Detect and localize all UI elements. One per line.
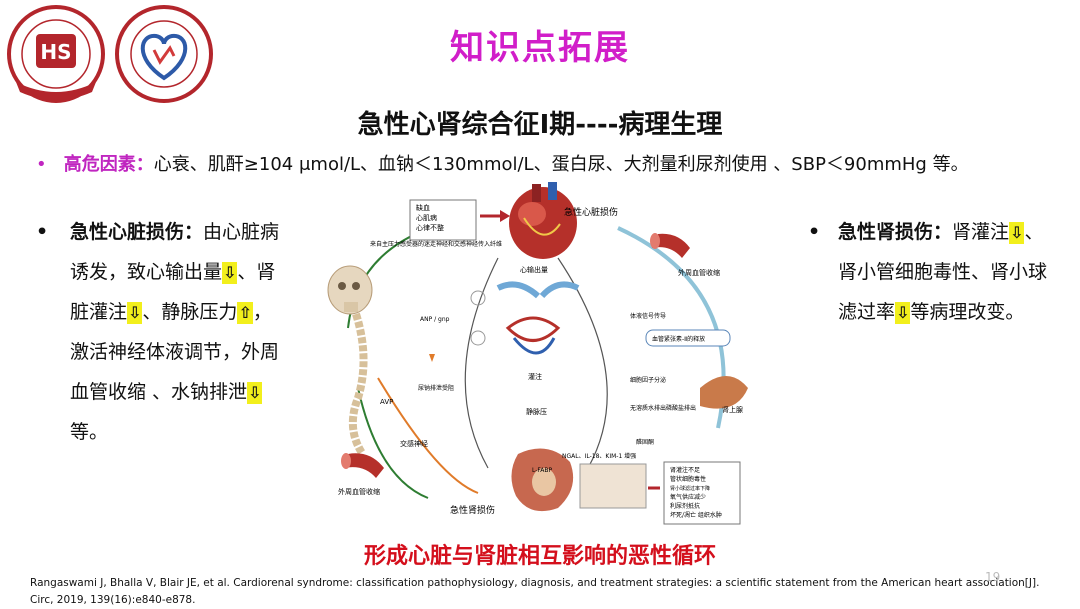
acute-kidney-injury-paragraph: • 急性肾损伤：肾灌注⇩、肾小管细胞毒性、肾小球滤过率⇩等病理改变。 [808, 212, 1048, 332]
down-arrow-icon: ⇩ [895, 302, 910, 324]
sympathetic-label: 交感神经 [400, 439, 428, 448]
up-arrow-icon: ⇧ [237, 302, 252, 324]
down-arrow-icon: ⇩ [247, 382, 262, 404]
risk-label: 高危因素： [64, 154, 154, 175]
kidney-effect: 氧气供应减少 [670, 493, 706, 501]
anp-label: ANP / gnp [420, 316, 450, 323]
biomarker-label: NGAL、IL-18、KIM-1 增强 [562, 452, 636, 460]
avp-label: AVP [380, 398, 393, 406]
volume-signal-label: 体液信号传导 [630, 312, 666, 320]
cause-item: 心肌病 [416, 213, 437, 222]
kidney-injury-diagram-label: 急性肾损伤 [450, 504, 495, 516]
page-number: 19 [985, 570, 1000, 584]
lfabp-label: L-FABP [532, 467, 553, 474]
cardiac-output-label: 心输出量 [520, 265, 548, 274]
slide-subtitle: 急性心肾综合征Ⅰ期----病理生理 [0, 104, 1080, 141]
baro-note: 来自主压力感受器的迷走神经和交感神经传入纤维 [370, 240, 502, 248]
down-arrow-icon: ⇩ [1009, 222, 1024, 244]
kidney-injury-label: 急性肾损伤： [838, 221, 952, 243]
risk-text: 心衰、肌酐≥104 μmol/L、血钠＜130mmol/L、蛋白尿、大剂量利尿剂… [154, 154, 969, 175]
cardiac-text-5: 等。 [70, 421, 108, 443]
down-arrow-icon: ⇩ [222, 262, 237, 284]
kidney-effect: 利尿剂抵抗 [670, 502, 700, 510]
cardiac-text-3: 、静脉压力 [142, 301, 237, 323]
cardiac-injury-label: 急性心脏损伤： [70, 221, 203, 243]
heart-label: 急性心脏损伤 [564, 206, 618, 218]
kidney-effect: 管状细胞毒性 [670, 475, 706, 483]
vasoconstriction-label-1: 外周血管收缩 [678, 268, 720, 277]
kidney-text-3: 等病理改变。 [910, 301, 1024, 323]
venous-label: 静脉压 [526, 407, 547, 416]
conclusion-slogan: 形成心脏与肾脏相互影响的恶性循环 [0, 538, 1080, 570]
free-water-label: 无溶质水排出磷酸盐排出 [630, 404, 696, 412]
bullet-icon: • [808, 212, 820, 252]
cytokine-label: 细胞因子分泌 [630, 376, 666, 384]
kidney-effect: 肾灌注不足 [670, 466, 700, 474]
aldosterone-label: 醛固酮 [636, 438, 654, 446]
kidney-effect: 肾小球滤过率下降 [670, 485, 710, 492]
acute-cardiac-injury-paragraph: • 急性心脏损伤：由心脏病诱发，致心输出量⇩、肾脏灌注⇩、静脉压力⇧，激活神经体… [36, 212, 286, 452]
cause-item: 心律不整 [416, 223, 444, 232]
perfusion-label: 灌注 [528, 372, 542, 381]
raas-label: 血管紧张素-Ⅱ的释放 [652, 335, 705, 343]
natriuresis-label: 尿钠排泄受阻 [418, 384, 454, 392]
cardiorenal-diagram: 缺血 心肌病 心律不整 急性心脏损伤 来自主压力感受器的迷走神经和交感神经传入纤… [318, 178, 770, 530]
page-title: 知识点拓展 [0, 20, 1080, 69]
down-arrow-icon: ⇩ [127, 302, 142, 324]
bullet-icon: • [36, 212, 48, 252]
vasoconstriction-label-2: 外周血管收缩 [338, 487, 380, 496]
adrenal-label: 肾上腺 [722, 405, 743, 414]
reference-citation: Rangaswami J, Bhalla V, Blair JE, et al.… [30, 575, 1050, 609]
risk-factors-paragraph: • 高危因素：心衰、肌酐≥104 μmol/L、血钠＜130mmol/L、蛋白尿… [36, 150, 1046, 180]
cause-item: 缺血 [416, 203, 430, 212]
kidney-text-1: 肾灌注 [952, 221, 1009, 243]
kidney-effect: 坏死/凋亡 组织水肿 [670, 511, 722, 519]
bullet-icon: • [36, 154, 47, 175]
